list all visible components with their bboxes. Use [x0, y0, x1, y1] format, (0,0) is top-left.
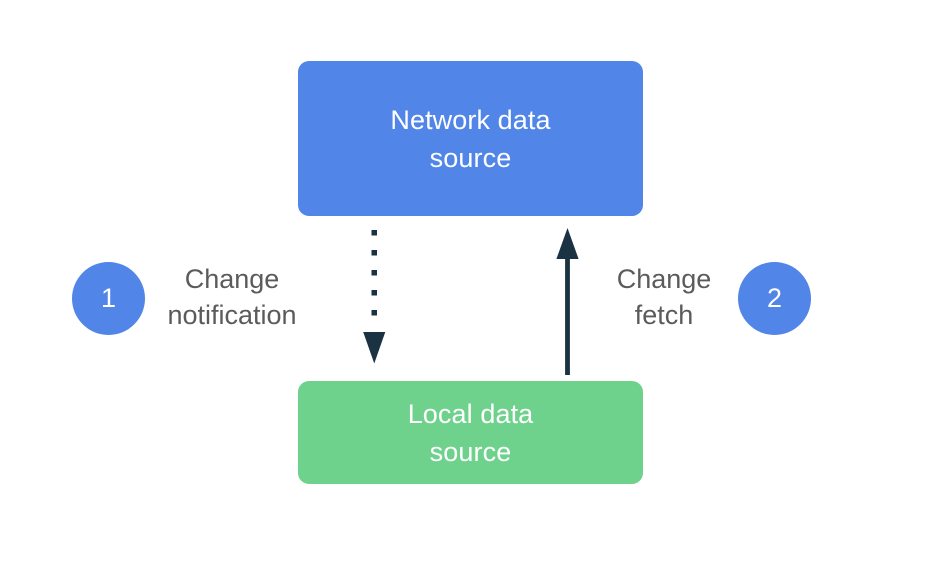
arrow-change-notification — [363, 230, 386, 364]
node-local-data-source-label: Local data source — [407, 398, 534, 467]
step-badge-2-number: 2 — [766, 283, 783, 313]
step-badge-1[interactable]: 1 — [72, 262, 145, 335]
node-network-data-source-label: Network data source — [390, 104, 551, 173]
caption-change-fetch: Change fetch — [616, 264, 712, 330]
caption-change-notification: Change notification — [167, 264, 297, 330]
step-badge-2[interactable]: 2 — [738, 262, 811, 335]
arrow-change-fetch — [556, 228, 579, 375]
node-local-data-source[interactable]: Local data source — [298, 381, 643, 484]
node-network-data-source[interactable]: Network data source — [298, 61, 643, 216]
step-badge-1-number: 1 — [100, 283, 117, 313]
